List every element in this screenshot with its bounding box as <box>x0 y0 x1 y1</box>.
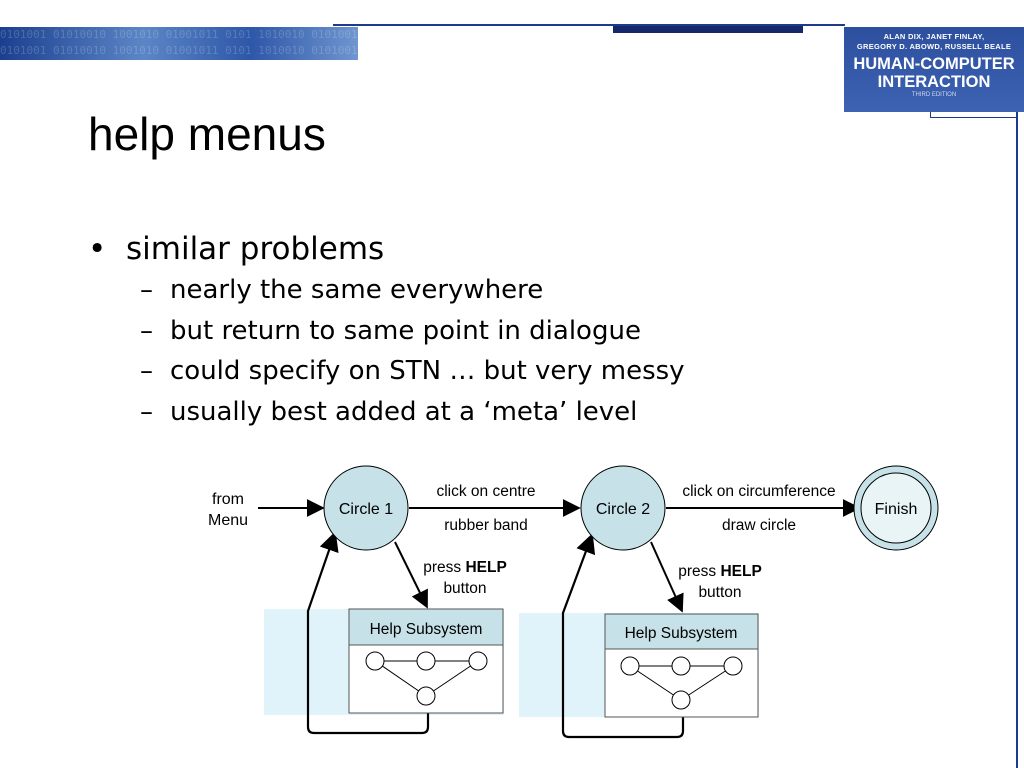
header-rule <box>333 24 845 26</box>
help-subsystem-title-1: Help Subsystem <box>370 621 483 638</box>
book-title-2: INTERACTION <box>877 73 991 91</box>
dash-marker: – <box>140 275 153 305</box>
state-circle-1 <box>323 465 409 551</box>
dash-marker: – <box>140 396 153 427</box>
help-label-2: press HELP <box>678 563 762 580</box>
binary-pattern-text-2: 0101001 01010010 1001010 01001011 0101 1… <box>0 44 358 57</box>
bullet-list: • similar problems –nearly the same ever… <box>88 228 685 432</box>
help-label-key: HELP <box>720 563 761 580</box>
dash-marker: – <box>140 356 153 386</box>
bullet-dot: • <box>88 231 107 267</box>
transition-action-1: rubber band <box>444 517 528 534</box>
help-label-key: HELP <box>465 559 506 576</box>
sub-bullet-text: nearly the same everywhere <box>170 275 544 305</box>
header-binary-stripe: 0101001 01010010 1001010 01001011 0101 1… <box>0 27 358 60</box>
help-subsystem-title-2: Help Subsystem <box>625 625 738 642</box>
help-arrow-1 <box>394 541 428 609</box>
state-label-2: Circle 2 <box>596 501 650 518</box>
transition-action-2: draw circle <box>722 517 796 534</box>
bullet-main-text: similar problems <box>126 231 385 267</box>
sub-bullet: –could specify on STN … but very messy <box>88 351 685 392</box>
dash-marker: – <box>140 315 153 346</box>
binary-pattern-text: 0101001 01010010 1001010 01001011 0101 1… <box>0 28 358 41</box>
start-label-menu: Menu <box>208 512 248 529</box>
bullet-main: • similar problems <box>88 228 685 270</box>
right-margin-rule <box>1016 112 1018 768</box>
help-label-1: press HELP <box>423 559 507 576</box>
help-label-1-button: button <box>443 580 486 597</box>
sub-bullet-text: usually best added at a ‘meta’ level <box>170 396 638 427</box>
page-title: help menus <box>88 108 326 160</box>
start-label-from: from <box>212 491 244 508</box>
state-finish-inner <box>860 472 932 544</box>
sub-bullet: –usually best added at a ‘meta’ level <box>88 392 685 433</box>
transition-event-2: click on circumference <box>682 483 835 500</box>
help-label-2-button: button <box>698 584 741 601</box>
sub-bullet: –nearly the same everywhere <box>88 270 685 311</box>
book-edition: THIRD EDITION <box>911 92 957 98</box>
state-circle-2 <box>580 465 666 551</box>
book-cover-logo: ALAN DIX, JANET FINLAY, GREGORY D. ABOWD… <box>844 27 1024 112</box>
help-label-prefix: press <box>678 563 720 580</box>
state-label-1: Circle 1 <box>339 501 393 518</box>
help-arrow-2 <box>650 541 684 613</box>
sub-bullet-text: but return to same point in dialogue <box>170 315 641 346</box>
book-authors-2: GREGORY D. ABOWD, RUSSELL BEALE <box>856 42 1012 51</box>
help-label-prefix: press <box>423 559 465 576</box>
help-subsystem-box-2: Help Subsystem <box>604 613 759 718</box>
transition-event-1: click on centre <box>436 483 535 500</box>
book-authors-1: ALAN DIX, JANET FINLAY, <box>883 32 985 41</box>
return-loop-1 <box>306 531 430 735</box>
sub-bullet-text: could specify on STN … but very messy <box>170 356 685 386</box>
help-subsystem-box-1: Help Subsystem <box>348 608 504 714</box>
book-title-1: HUMAN-COMPUTER <box>853 55 1015 73</box>
header-accent-block <box>613 26 803 33</box>
return-loop-2 <box>561 533 685 739</box>
sub-bullet: –but return to same point in dialogue <box>88 311 685 352</box>
state-label-finish: Finish <box>875 501 918 518</box>
